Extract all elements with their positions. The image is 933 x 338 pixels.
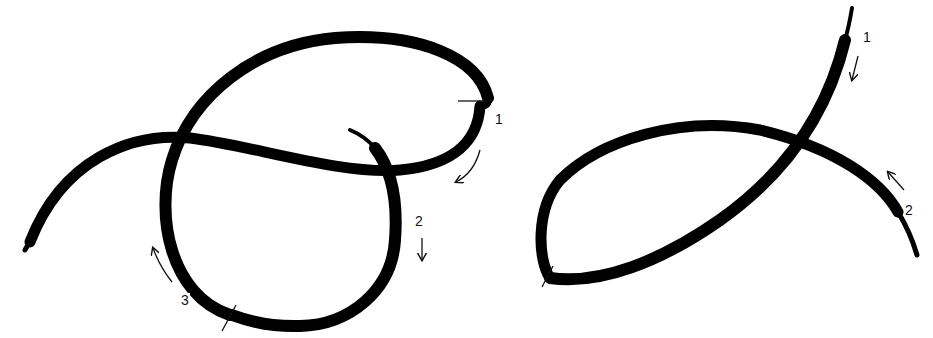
brush-stroke bbox=[232, 148, 396, 326]
brush-stroke bbox=[30, 106, 480, 242]
brush-stroke bbox=[480, 98, 489, 107]
direction-arrow bbox=[421, 238, 422, 260]
direction-arrow bbox=[456, 150, 480, 182]
callout-number: 1 bbox=[494, 112, 504, 126]
callout-number: 2 bbox=[414, 214, 424, 228]
callout-number: 2 bbox=[904, 203, 914, 217]
callout-number: 3 bbox=[180, 293, 190, 307]
start-tick bbox=[458, 100, 486, 101]
start-tick bbox=[222, 305, 236, 331]
brush-stroke bbox=[165, 37, 488, 315]
brush-stroke bbox=[898, 212, 917, 255]
direction-arrow bbox=[852, 56, 858, 80]
start-tick bbox=[542, 266, 553, 287]
direction-arrow bbox=[888, 172, 904, 190]
brush-stroke bbox=[541, 126, 898, 278]
brush-stroke bbox=[25, 242, 30, 250]
callout-number: 1 bbox=[862, 30, 872, 44]
direction-arrow bbox=[153, 248, 172, 282]
